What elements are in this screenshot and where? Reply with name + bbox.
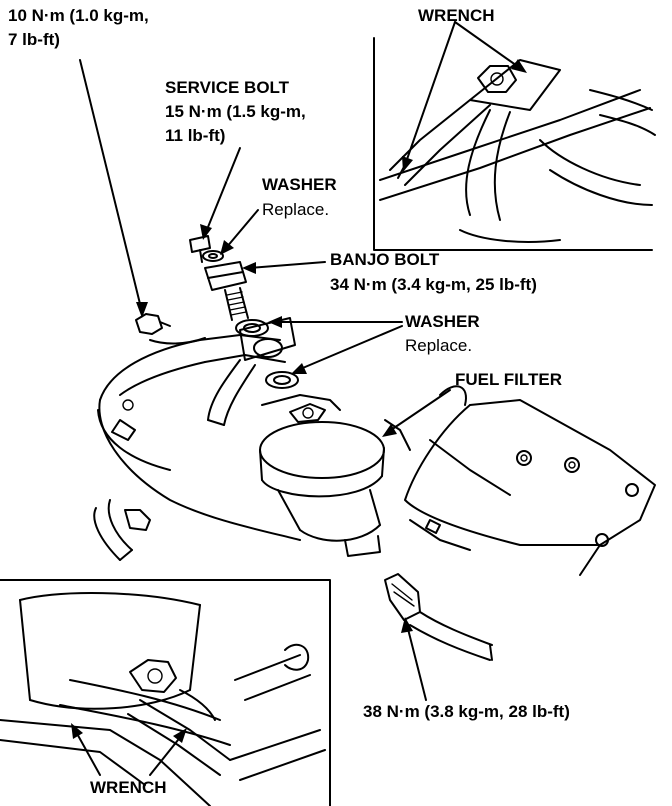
washer-upper	[202, 250, 224, 262]
banjo-bolt	[204, 261, 249, 321]
inset-bottom-left	[0, 579, 331, 806]
fuel-filter-title: FUEL FILTER	[455, 370, 563, 389]
service-bolt-title: SERVICE BOLT	[165, 78, 290, 97]
service-bolt-torque-line2: 11 lb-ft)	[165, 126, 226, 145]
bottom-torque: 38 N·m (3.8 kg-m, 28 lb-ft)	[363, 702, 570, 721]
washer-lower-b	[265, 371, 299, 389]
top-left-torque-line2: 7 lb-ft)	[8, 30, 60, 49]
washer-upper-note: Replace.	[262, 200, 330, 219]
washer-lower-note: Replace.	[405, 336, 473, 355]
service-bolt	[189, 235, 211, 263]
fuel-filter	[259, 394, 411, 557]
bracket-nut	[135, 313, 206, 345]
inset-top-right	[373, 37, 656, 251]
leader-lines	[71, 21, 527, 776]
washer-upper-title: WASHER	[262, 175, 337, 194]
top-left-torque-line1: 10 N·m (1.0 kg-m,	[8, 6, 149, 25]
outlet-fitting	[384, 573, 493, 661]
banjo-bolt-title: BANJO BOLT	[330, 250, 440, 269]
service-bolt-torque-line1: 15 N·m (1.5 kg-m,	[165, 102, 306, 121]
wrench-top-label: WRENCH	[418, 6, 495, 25]
wrench-bottom-label: WRENCH	[90, 778, 167, 797]
hose-lower-left	[93, 499, 151, 561]
main-assembly	[93, 235, 656, 661]
banjo-bolt-torque: 34 N·m (3.4 kg-m, 25 lb-ft)	[330, 275, 537, 294]
mount-bracket-right	[404, 385, 656, 576]
washer-lower-title: WASHER	[405, 312, 480, 331]
washer-lower-a	[235, 319, 269, 337]
